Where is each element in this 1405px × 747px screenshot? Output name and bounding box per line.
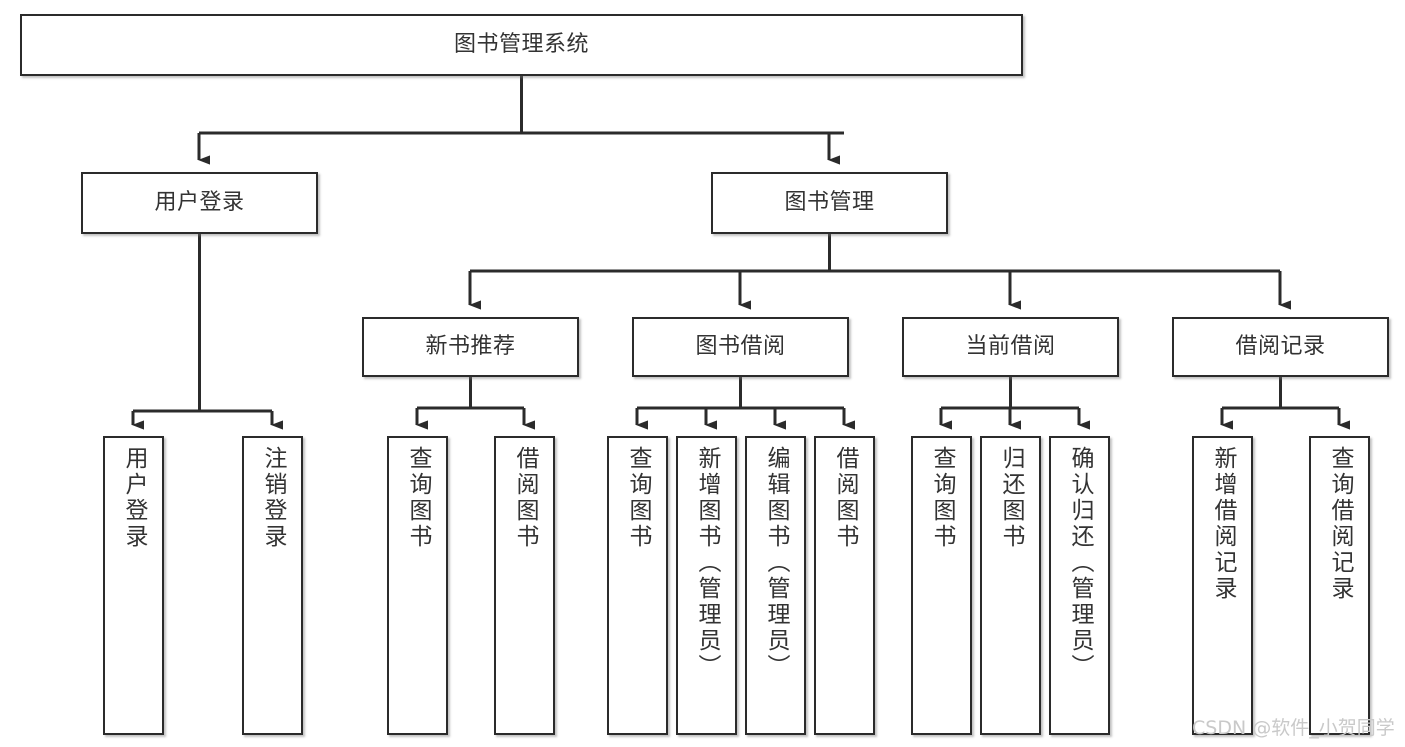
node-leaf-borrow-book-2[interactable]: 借阅图书 bbox=[814, 436, 875, 735]
node-new-book-recommend[interactable]: 新书推荐 bbox=[362, 317, 579, 377]
node-leaf-query-book-2[interactable]: 查询图书 bbox=[607, 436, 668, 735]
node-leaf-query-book-3-label: 查询图书 bbox=[929, 446, 955, 550]
node-leaf-add-book-label: 新增图书（管理员） bbox=[694, 446, 720, 680]
node-leaf-add-record-label: 新增借阅记录 bbox=[1210, 446, 1236, 602]
node-leaf-query-book-1-label: 查询图书 bbox=[405, 446, 431, 550]
node-book-borrow-label: 图书借阅 bbox=[695, 334, 786, 360]
node-leaf-return-book[interactable]: 归还图书 bbox=[980, 436, 1041, 735]
node-leaf-query-book-3[interactable]: 查询图书 bbox=[911, 436, 972, 735]
node-root[interactable]: 图书管理系统 bbox=[20, 14, 1023, 76]
node-leaf-borrow-book-2-label: 借阅图书 bbox=[832, 446, 858, 550]
node-borrow-record[interactable]: 借阅记录 bbox=[1172, 317, 1389, 377]
node-leaf-logout-label: 注销登录 bbox=[260, 446, 286, 550]
node-leaf-logout[interactable]: 注销登录 bbox=[242, 436, 303, 735]
node-book-manage-label: 图书管理 bbox=[784, 190, 875, 216]
node-current-borrow-label: 当前借阅 bbox=[965, 334, 1056, 360]
node-leaf-query-record[interactable]: 查询借阅记录 bbox=[1309, 436, 1370, 735]
node-root-label: 图书管理系统 bbox=[453, 32, 589, 58]
node-leaf-add-record[interactable]: 新增借阅记录 bbox=[1192, 436, 1253, 735]
node-leaf-add-book[interactable]: 新增图书（管理员） bbox=[676, 436, 737, 735]
node-new-book-recommend-label: 新书推荐 bbox=[425, 334, 516, 360]
node-leaf-query-book-1[interactable]: 查询图书 bbox=[387, 436, 448, 735]
csdn-watermark: CSDN @软件_小贺同学 bbox=[1192, 717, 1395, 739]
node-leaf-query-book-2-label: 查询图书 bbox=[625, 446, 651, 550]
node-book-borrow[interactable]: 图书借阅 bbox=[632, 317, 849, 377]
node-leaf-edit-book[interactable]: 编辑图书（管理员） bbox=[745, 436, 806, 735]
node-leaf-confirm-return[interactable]: 确认归还（管理员） bbox=[1049, 436, 1110, 735]
node-leaf-user-login-label: 用户登录 bbox=[121, 446, 147, 550]
node-leaf-edit-book-label: 编辑图书（管理员） bbox=[763, 446, 789, 680]
node-book-manage[interactable]: 图书管理 bbox=[711, 172, 948, 234]
node-leaf-query-record-label: 查询借阅记录 bbox=[1327, 446, 1353, 602]
node-user-login-label: 用户登录 bbox=[154, 190, 245, 216]
node-leaf-confirm-return-label: 确认归还（管理员） bbox=[1067, 446, 1093, 680]
node-leaf-user-login[interactable]: 用户登录 bbox=[103, 436, 164, 735]
node-borrow-record-label: 借阅记录 bbox=[1235, 334, 1326, 360]
node-leaf-return-book-label: 归还图书 bbox=[998, 446, 1024, 550]
node-leaf-borrow-book-1-label: 借阅图书 bbox=[512, 446, 538, 550]
node-current-borrow[interactable]: 当前借阅 bbox=[902, 317, 1119, 377]
node-user-login[interactable]: 用户登录 bbox=[81, 172, 318, 234]
node-leaf-borrow-book-1[interactable]: 借阅图书 bbox=[494, 436, 555, 735]
